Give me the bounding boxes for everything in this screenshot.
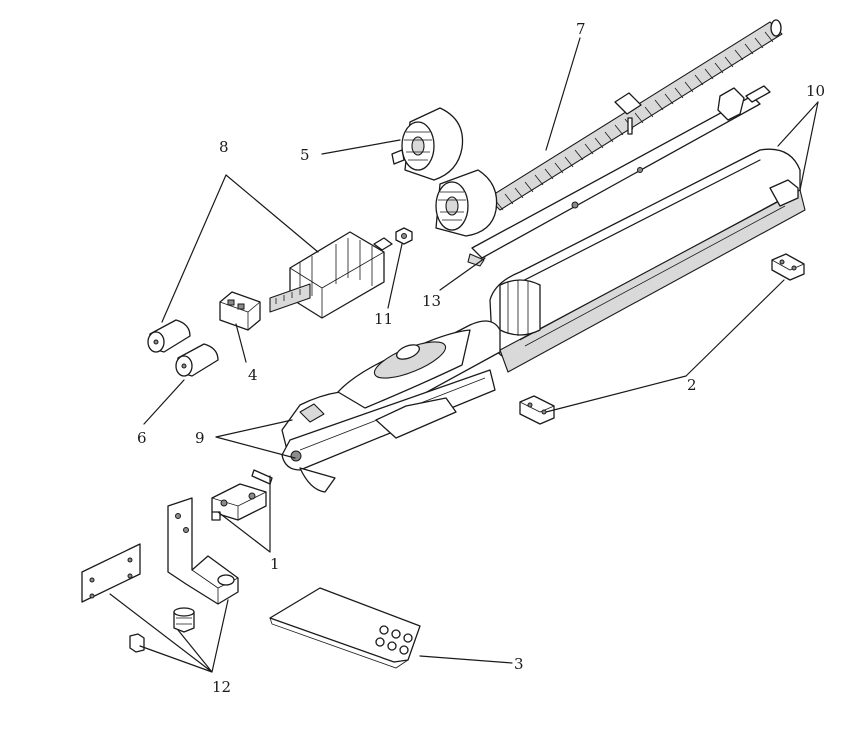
label-1: 1: [270, 555, 280, 573]
part-8-motor: [269, 231, 393, 319]
label-4: 4: [248, 366, 258, 384]
label-8: 8: [219, 138, 229, 156]
label-7: 7: [576, 20, 586, 38]
part-11-nut: [395, 227, 413, 245]
label-2: 2: [687, 376, 697, 394]
label-5: 5: [300, 146, 310, 164]
part-3-base-plate: [269, 587, 421, 669]
label-13: 13: [422, 292, 441, 310]
part-9-front-body: [281, 320, 501, 493]
part-2-brackets: [519, 253, 805, 425]
part-number-labels: 7 5 10 8 11 13 4 6 9 2 1 3 12: [137, 20, 825, 696]
plate-holes: [375, 625, 413, 655]
part-1-clevis-pin: [211, 469, 273, 521]
part-5-coupling-drums: [391, 107, 498, 237]
part-6-capacitors: [147, 319, 219, 377]
label-12: 12: [212, 678, 231, 696]
leader-lines: [109, 37, 819, 673]
label-3: 3: [514, 655, 524, 673]
part-4-terminal-board: [219, 291, 261, 331]
label-6: 6: [137, 429, 147, 447]
label-9: 9: [195, 429, 205, 447]
part-10-housing: [489, 148, 806, 373]
label-11: 11: [374, 310, 393, 328]
part-12-mounting-brackets: [81, 497, 239, 653]
part-7-worm-screw: [487, 19, 783, 211]
part-13-guide-rail: [467, 85, 771, 267]
label-10: 10: [806, 82, 825, 100]
